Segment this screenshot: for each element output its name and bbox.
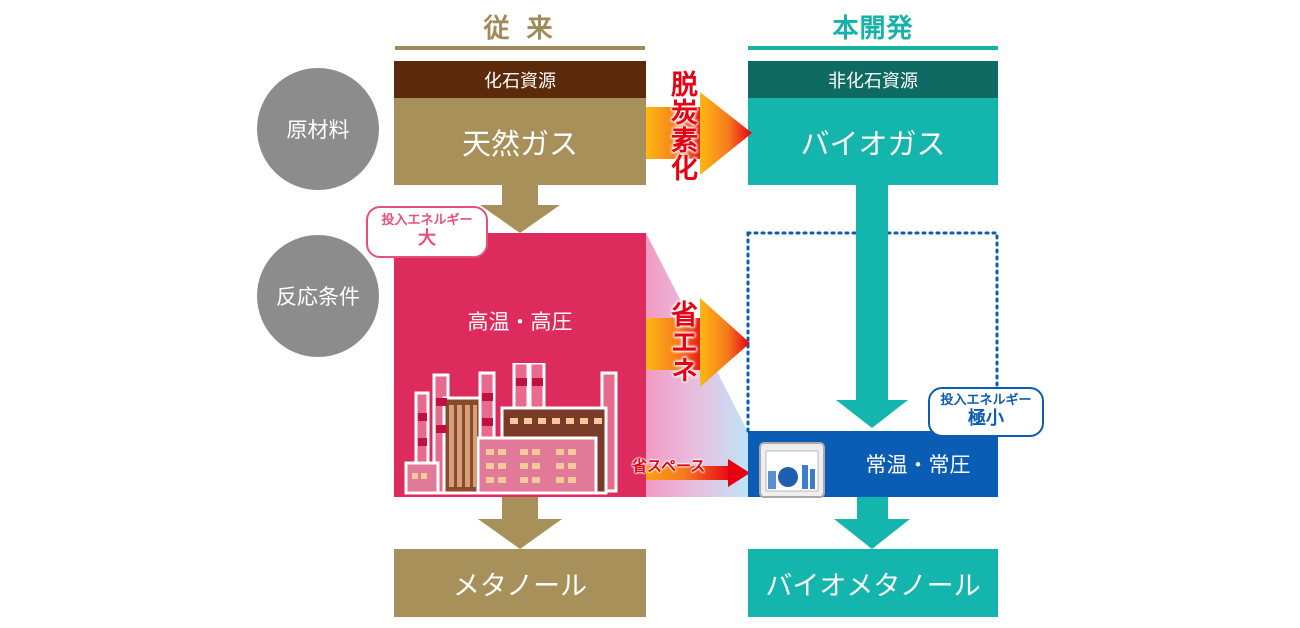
new-header: 本開発 [832,13,914,44]
decarbonization-label: 脱炭素化 [666,70,697,182]
energy-bubble-line2: 極小 [968,408,1004,430]
conventional-product: メタノール [394,549,646,617]
conventional-condition-label: 高温・高圧 [467,310,573,334]
conventional-raw-material: 天然ガス [394,98,646,185]
space-saving-label: 省スペース [632,457,706,475]
row-label-raw-material: 原材料 [257,68,379,190]
conventional-reaction-box: 高温・高圧 [394,233,646,497]
space-saving-arrow [622,459,750,487]
new-arrow-reaction-to-product [834,497,910,549]
new-header-rule [748,46,998,50]
new-condition-label: 常温・常圧 [865,453,971,477]
conventional-arrow-raw-to-reaction [480,185,560,233]
conventional-energy-bubble: 投入エネルギー 大 [366,206,488,258]
energy-bubble-line1: 投入エネルギー [381,213,473,229]
decarbonization-arrow [646,92,752,175]
conventional-header-rule [395,46,645,50]
compact-reactor-icon [759,442,825,498]
new-raw-material: バイオガス [748,98,998,185]
new-raw-category: 非化石資源 [748,61,998,98]
factory-illustration [404,363,618,495]
energy-bubble-line2: 大 [418,228,436,250]
energy-bubble-line1: 投入エネルギー [940,393,1032,409]
new-product: バイオメタノール [748,549,998,617]
conventional-arrow-reaction-to-product [478,497,562,549]
new-arrow-raw-to-reaction [836,185,908,428]
new-reaction-box: 常温・常圧 [748,431,998,498]
conventional-raw-category: 化石資源 [394,61,646,98]
conventional-header: 従 来 [483,13,557,44]
new-energy-bubble: 投入エネルギー 極小 [928,387,1044,437]
energy-saving-label: 省エネ [666,300,697,384]
energy-saving-arrow [646,298,750,387]
row-label-reaction-conditions: 反応条件 [257,235,379,357]
